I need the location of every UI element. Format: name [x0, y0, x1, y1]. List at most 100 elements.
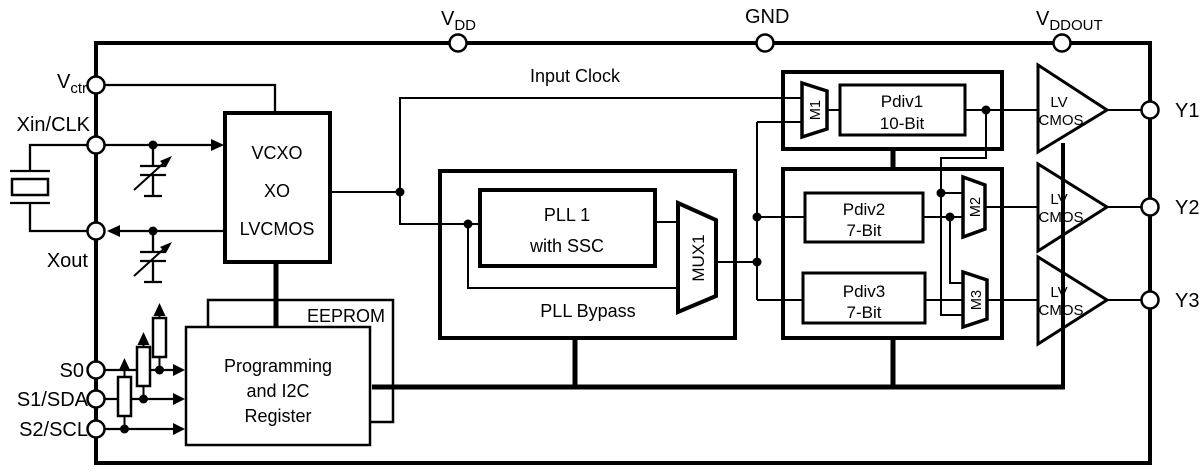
- label-mux1: MUX1: [689, 234, 708, 281]
- lvcmos-buffer-y1: [1036, 62, 1110, 155]
- pin-y3: [1140, 290, 1160, 310]
- pin-s0: [86, 360, 106, 380]
- label-m3: M3: [969, 290, 985, 310]
- label-pdiv2-2: 7-Bit: [847, 221, 882, 240]
- label-m2: M2: [968, 197, 984, 217]
- junction-dot: [936, 188, 946, 198]
- varactor-xin-icon: [133, 145, 172, 198]
- label-buffer2-cmos: CMOS: [1039, 209, 1084, 226]
- pdiv2-block: [803, 191, 925, 244]
- junction-dot: [752, 212, 762, 222]
- junction-dots: [120, 105, 991, 434]
- varactor-xout-arrow-line: [133, 245, 168, 277]
- label-programming-2: and I2C: [246, 381, 309, 401]
- wire-pll-bypass: [467, 224, 678, 289]
- label-y2: Y2: [1175, 197, 1199, 219]
- crystal-leads: [10, 143, 96, 233]
- label-pdiv3-1: Pdiv3: [843, 282, 886, 301]
- pin-vddout: [1052, 33, 1072, 53]
- label-eeprom: EEPROM: [307, 306, 385, 326]
- junction-dot: [395, 187, 405, 197]
- pin-s2: [86, 419, 106, 439]
- label-s2: S2/SCL: [19, 419, 88, 441]
- resistor-s0: [151, 316, 168, 359]
- label-pll-1: PLL 1: [544, 205, 590, 225]
- label-programming-3: Register: [244, 406, 311, 426]
- label-input-clock: Input Clock: [530, 66, 621, 86]
- label-osc-1: VCXO: [251, 143, 302, 163]
- lvcmos-buffer-y3: [1036, 254, 1110, 347]
- m1-mux: [800, 80, 829, 140]
- label-s0: S0: [60, 360, 84, 382]
- programming-register-block: [184, 325, 372, 447]
- arrow-s0-icon: [173, 364, 185, 376]
- varactor-xout-arrowhead: [160, 242, 172, 253]
- m3-mux: [961, 269, 989, 330]
- junction-dot: [752, 257, 762, 267]
- lvcmos-buffer-y2: [1036, 161, 1110, 254]
- crystal-icon: [10, 177, 50, 197]
- m2-mux: [961, 174, 987, 240]
- pin-vctr: [86, 75, 106, 95]
- block-labels: Input Clock PLL Bypass VCXO XO LVCMOS PL…: [224, 66, 1084, 426]
- junction-dot: [155, 365, 164, 375]
- wire-pdiv2-to-m3: [949, 217, 963, 284]
- arrowheads: [107, 139, 224, 435]
- pll-group-box: [438, 169, 737, 340]
- label-pdiv1-1: Pdiv1: [881, 92, 924, 111]
- label-osc-2: XO: [264, 181, 290, 201]
- junction-dot: [139, 394, 148, 404]
- label-programming-1: Programming: [224, 356, 332, 376]
- label-pdiv2-1: Pdiv2: [843, 200, 886, 219]
- oscillator-block: [223, 111, 332, 264]
- label-buffer2-lv: LV: [1050, 191, 1067, 208]
- pullup-arrow-s2-icon: [118, 358, 131, 371]
- label-y1: Y1: [1175, 100, 1199, 122]
- label-pll-bypass: PLL Bypass: [540, 301, 635, 321]
- junction-dot: [120, 424, 129, 434]
- varactor-xin-arrowhead: [160, 156, 172, 167]
- pin-xout: [86, 221, 106, 241]
- crystal-circuit: [10, 143, 172, 284]
- pdiv1-group-box: [781, 70, 1004, 151]
- label-xout: Xout: [47, 250, 89, 272]
- wire-pdiv1-feedback: [940, 110, 987, 316]
- pin-labels: VDD GND VDDOUT Vctr Xin/CLK Xout S0 S1/S…: [17, 6, 1200, 441]
- pin-s1: [86, 389, 106, 409]
- pullup-arrow-s1-icon: [137, 332, 150, 345]
- label-pdiv3-2: 7-Bit: [847, 303, 882, 322]
- chip-outline: [94, 41, 1152, 465]
- mux1-block: [676, 199, 718, 316]
- pdiv23-group-box: [781, 167, 1004, 340]
- varactor-xin-body: [140, 145, 166, 198]
- label-buffer1-lv: LV: [1050, 94, 1067, 111]
- label-vdd: VDD: [441, 8, 476, 34]
- junction-dot: [148, 140, 158, 150]
- varactor-xout-body: [140, 231, 166, 284]
- arrow-s1-icon: [173, 393, 185, 405]
- junction-dot: [981, 105, 991, 115]
- pin-gnd: [755, 33, 775, 53]
- varactor-xin-arrow-line: [133, 159, 168, 191]
- resistor-s1: [135, 345, 152, 388]
- arrow-s2-icon: [173, 423, 185, 435]
- pin-vdd: [448, 33, 468, 53]
- package-pins: [86, 33, 1160, 439]
- label-buffer1-cmos: CMOS: [1039, 112, 1084, 129]
- label-osc-3: LVCMOS: [240, 219, 315, 239]
- label-xin: Xin/CLK: [17, 114, 91, 136]
- label-buffer3-lv: LV: [1050, 284, 1067, 301]
- label-vddout: VDDOUT: [1036, 8, 1103, 34]
- varactor-xout-icon: [133, 231, 172, 284]
- pullup-arrow-s0-icon: [153, 303, 166, 316]
- arrow-into-osc-icon: [211, 139, 224, 151]
- resistor-s2: [116, 375, 133, 418]
- pin-xin: [86, 135, 106, 155]
- label-pll-2: with SSC: [529, 236, 604, 256]
- pdiv3-block: [801, 271, 927, 325]
- label-m1: M1: [808, 100, 824, 120]
- label-pdiv1-2: 10-Bit: [880, 114, 925, 133]
- pll-block: [478, 188, 657, 268]
- arrow-to-xout-icon: [107, 225, 120, 237]
